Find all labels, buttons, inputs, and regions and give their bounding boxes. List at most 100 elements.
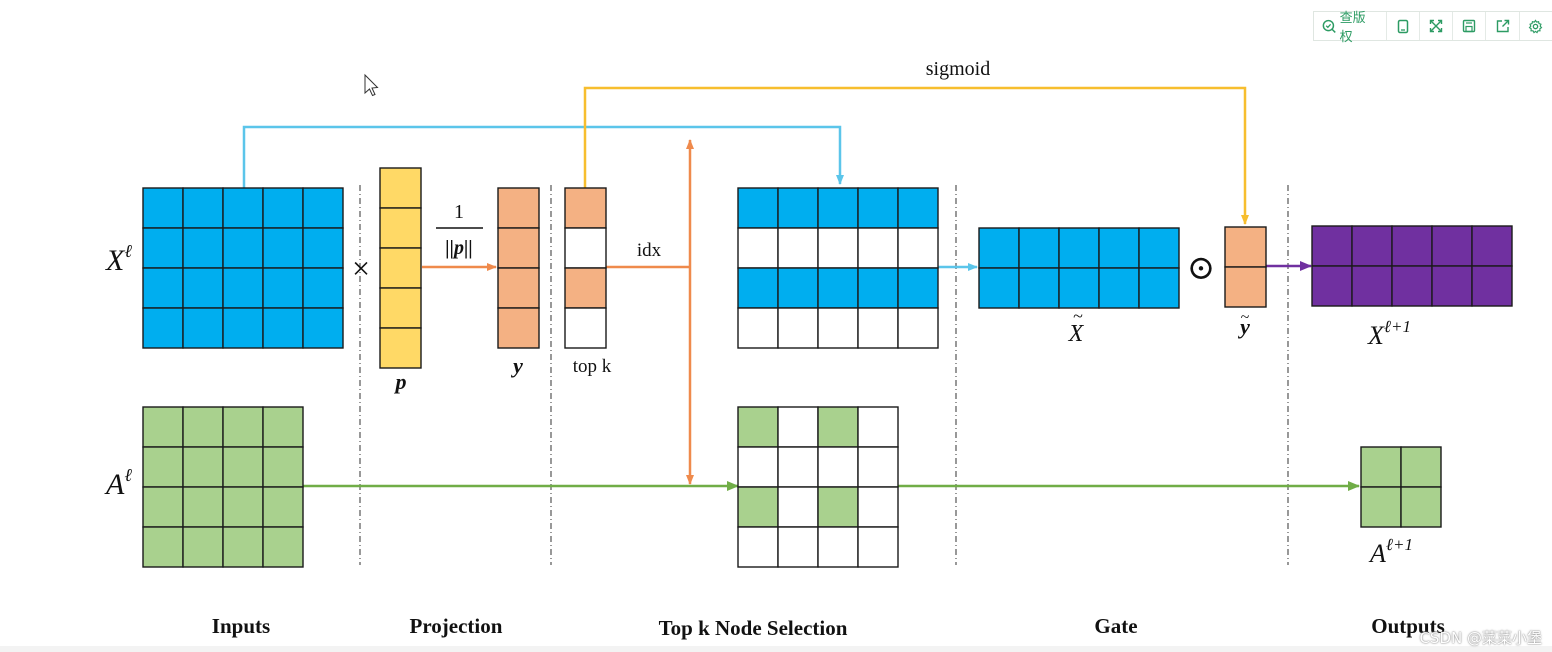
y-tilde-label: y — [1237, 314, 1250, 339]
matrix-cell — [182, 307, 224, 349]
matrix-cell — [1311, 265, 1353, 307]
fraction-denominator: ||p|| — [445, 237, 473, 259]
matrix-cell — [777, 526, 819, 568]
matrix-cell — [1391, 225, 1433, 267]
matrix-cell — [222, 526, 264, 568]
matrix-cell — [497, 267, 540, 309]
matrix-cell — [1224, 226, 1267, 268]
matrix-cell — [1018, 267, 1060, 309]
a-input-matrix — [142, 406, 304, 568]
matrix-cell — [857, 307, 899, 349]
matrix-cell — [1098, 267, 1140, 309]
matrix-cell — [182, 227, 224, 269]
matrix-cell — [379, 287, 422, 329]
matrix-cell — [379, 327, 422, 369]
matrix-cell — [222, 406, 264, 448]
matrix-cell — [497, 187, 540, 229]
matrix-cell — [1431, 265, 1473, 307]
matrix-cell — [737, 187, 779, 229]
matrix-cell — [302, 187, 344, 229]
matrix-cell — [379, 247, 422, 289]
matrix-cell — [564, 307, 607, 349]
x-selected-matrix — [737, 187, 939, 349]
stage-gate: Gate — [1094, 614, 1137, 638]
matrix-cell — [777, 406, 819, 448]
matrix-cell — [817, 267, 859, 309]
matrix-cell — [857, 526, 899, 568]
matrix-cell — [182, 267, 224, 309]
matrix-cell — [262, 187, 304, 229]
matrix-cell — [182, 187, 224, 229]
p-label: p — [394, 369, 407, 394]
matrix-cell — [737, 267, 779, 309]
matrix-cell — [142, 267, 184, 309]
matrix-cell — [777, 227, 819, 269]
matrix-cell — [182, 406, 224, 448]
matrix-cell — [302, 307, 344, 349]
matrix-cell — [302, 227, 344, 269]
matrix-cell — [857, 187, 899, 229]
matrix-cell — [897, 227, 939, 269]
matrix-cell — [737, 227, 779, 269]
bottom-scroll-strip — [0, 646, 1552, 652]
matrix-cell — [142, 406, 184, 448]
x-output-label: Xℓ+1 — [1367, 317, 1411, 350]
matrix-cell — [978, 267, 1020, 309]
mouse-cursor-icon — [364, 73, 379, 97]
matrix-cell — [1400, 486, 1442, 528]
matrix-cell — [497, 307, 540, 349]
share-button[interactable] — [1486, 12, 1520, 40]
matrix-cell — [857, 406, 899, 448]
matrix-cell — [262, 307, 304, 349]
matrix-cell — [564, 187, 607, 229]
matrix-cell — [1311, 225, 1353, 267]
check-copyright-label: 查版权 — [1339, 11, 1366, 45]
matrix-cell — [142, 526, 184, 568]
x-tilde-matrix — [978, 227, 1180, 309]
matrix-cell — [817, 227, 859, 269]
matrix-cell — [262, 526, 304, 568]
check-copyright-button[interactable]: 查版权 — [1314, 11, 1387, 45]
save-button[interactable] — [1453, 12, 1487, 40]
topk-vector — [564, 187, 607, 349]
settings-button[interactable] — [1520, 12, 1552, 40]
share-icon — [1496, 19, 1509, 33]
matrix-cell — [1360, 446, 1402, 488]
idx-label: idx — [637, 240, 662, 261]
y-tilde-vector — [1224, 226, 1267, 308]
matrix-cell — [142, 486, 184, 528]
matrix-cell — [1018, 227, 1060, 269]
blue-skip-arrow — [242, 125, 844, 188]
labels: sigmoid idx top k 1 ||p|| × ⊙ p y Xℓ Aℓ … — [104, 58, 1445, 640]
matrix-cell — [1098, 227, 1140, 269]
y-label: y — [510, 353, 523, 378]
stage-projection: Projection — [410, 614, 503, 638]
x-input-matrix — [142, 187, 344, 349]
csdn-watermark: CSDN @菜菜小堡 — [1419, 629, 1542, 647]
matrix-cell — [222, 267, 264, 309]
stage-outputs: Outputs — [1371, 614, 1445, 638]
matrix-cell — [857, 227, 899, 269]
matrix-cell — [978, 227, 1020, 269]
matrix-cell — [262, 486, 304, 528]
matrix-cell — [897, 307, 939, 349]
expand-button[interactable] — [1420, 12, 1454, 40]
copy-icon — [1397, 19, 1409, 33]
settings-icon — [1529, 18, 1543, 33]
x-output-matrix — [1311, 225, 1513, 307]
matrix-cell — [142, 187, 184, 229]
matrix-cell — [222, 446, 264, 488]
copy-button[interactable] — [1387, 12, 1420, 40]
matrix-cell — [737, 307, 779, 349]
matrix-cell — [1058, 227, 1100, 269]
multiply-symbol: × — [352, 250, 370, 286]
matrix-cell — [222, 486, 264, 528]
matrix-cell — [857, 446, 899, 488]
matrix-cell — [262, 406, 304, 448]
matrix-cell — [379, 207, 422, 249]
matrix-cell — [777, 486, 819, 528]
fraction-numerator: 1 — [454, 201, 464, 223]
matrix-cell — [817, 446, 859, 488]
x-input-label: Xℓ — [105, 241, 132, 277]
